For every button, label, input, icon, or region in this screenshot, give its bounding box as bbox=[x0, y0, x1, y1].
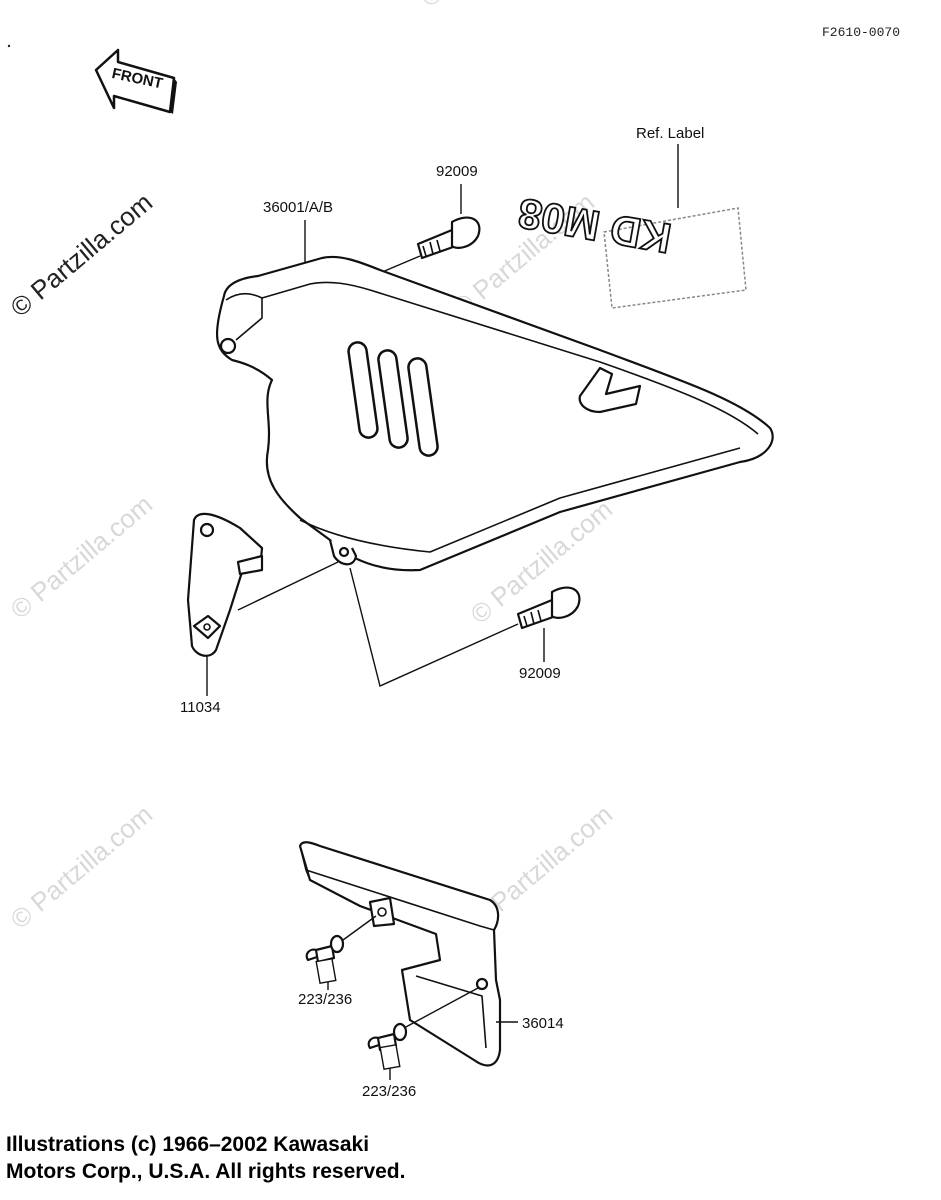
callout-chain-cover: 36001/A/B bbox=[263, 199, 333, 216]
bolt-top-icon bbox=[416, 216, 481, 260]
copyright-line-2: Motors Corp., U.S.A. All rights reserved… bbox=[6, 1160, 406, 1183]
screw-lower-icon bbox=[367, 1022, 408, 1071]
screw-upper-icon bbox=[305, 934, 345, 985]
callout-bracket: 11034 bbox=[180, 699, 221, 716]
callout-ref-label: Ref. Label bbox=[636, 125, 704, 142]
front-arrow-icon: FRONT bbox=[94, 48, 177, 114]
bolt-bottom-icon bbox=[516, 586, 581, 630]
chain-cover bbox=[216, 255, 774, 572]
bracket-11034 bbox=[186, 512, 264, 657]
watermark: © Partzilla.com bbox=[5, 799, 158, 935]
leader-bolt-bottom-to-cover bbox=[349, 567, 519, 687]
watermark: © Partzilla.com bbox=[5, 489, 158, 625]
watermark-dark: © Partzilla.com bbox=[5, 187, 158, 323]
callout-bolt-bottom: 92009 bbox=[519, 665, 561, 682]
speck bbox=[7, 44, 11, 48]
copyright-line-1: Illustrations (c) 1966–2002 Kawasaki bbox=[6, 1133, 370, 1156]
leader-screw-lower bbox=[403, 987, 479, 1029]
callout-lower-guard: 36014 bbox=[522, 1015, 564, 1032]
callout-screw-upper: 223/236 bbox=[298, 991, 352, 1008]
leader-bracket-to-cover bbox=[237, 561, 339, 611]
lower-guard-36014 bbox=[298, 841, 502, 1067]
watermark: © Partzilla.com bbox=[415, 0, 568, 13]
callout-screw-lower: 223/236 bbox=[362, 1083, 416, 1100]
leader-screw-upper bbox=[342, 915, 377, 941]
callout-bolt-top: 92009 bbox=[436, 163, 478, 180]
drawing-id: F2610-0070 bbox=[822, 25, 900, 40]
